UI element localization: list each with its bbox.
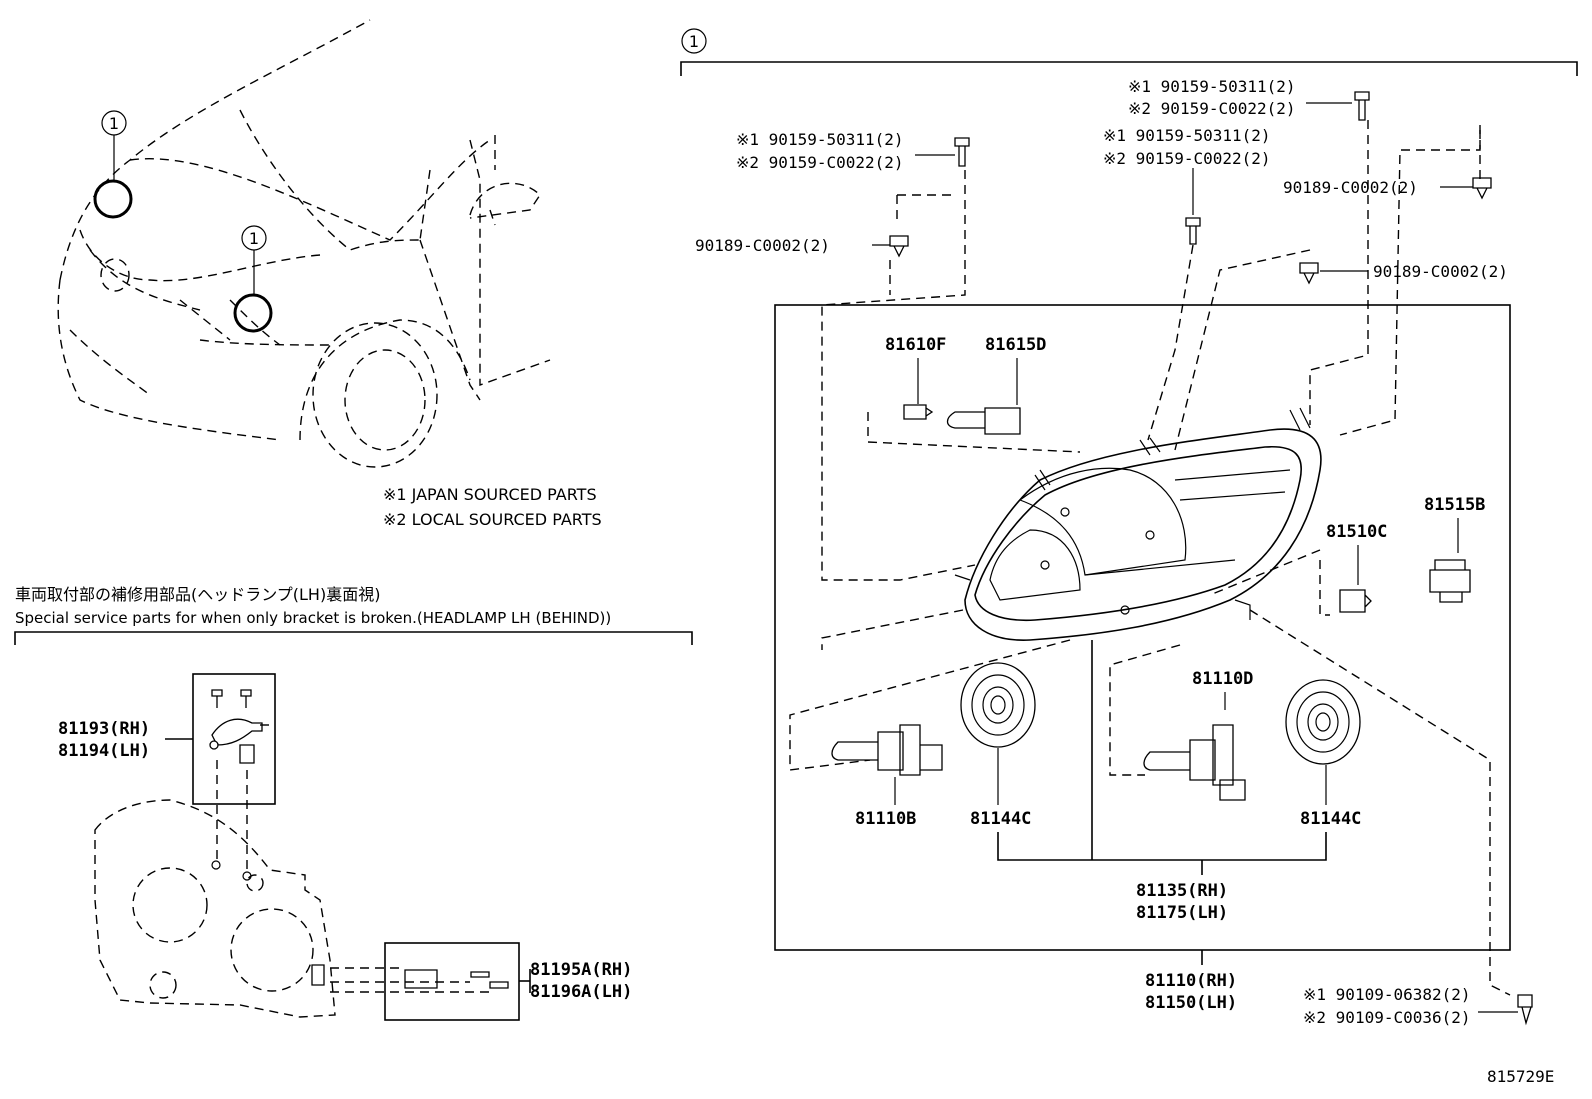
clip-right-top-label: 90189-C0002(2) — [1283, 178, 1418, 197]
special-service-title-jp: 車両取付部の補修用部品(ヘッドランプ(LH)裏面視) — [15, 585, 380, 604]
screw-a-local: ※2 90159-C0022(2) — [736, 153, 904, 172]
part-81195a-rh: 81195A(RH) — [530, 960, 632, 980]
part-81615d: 81615D — [985, 335, 1046, 355]
dust-cap-left-icon — [960, 662, 1036, 748]
part-81515b: 81515B — [1424, 495, 1485, 515]
special-service-bracket — [14, 631, 693, 645]
part-81144c-right: 81144C — [1300, 809, 1361, 829]
bracket-81135 — [997, 832, 1327, 861]
headlamp-housing — [954, 407, 1322, 641]
screw-b-japan: ※1 90159-50311(2) — [1128, 77, 1296, 96]
screw-b-icon — [1354, 91, 1370, 121]
clip-left-label: 90189-C0002(2) — [695, 236, 830, 255]
bulb-81110b-icon — [831, 724, 943, 776]
part-81175-lh: 81175(LH) — [1136, 903, 1228, 923]
screw-d-japan: ※1 90109-06382(2) — [1303, 985, 1471, 1004]
screw-b-local: ※2 90159-C0022(2) — [1128, 99, 1296, 118]
part-81150-lh: 81150(LH) — [1145, 993, 1237, 1013]
part-81610f: 81610F — [885, 335, 946, 355]
headlamp-unit-box — [774, 304, 1511, 951]
note-local-sourced: ※2 LOCAL SOURCED PARTS — [383, 510, 602, 529]
part-81510c: 81510C — [1326, 522, 1387, 542]
clip-right-mid-icon — [1299, 262, 1319, 285]
part-81144c-left: 81144C — [970, 809, 1031, 829]
vehicle-front-illustration: 1 1 — [57, 19, 551, 468]
bulb-81110d-icon — [1143, 724, 1246, 801]
part-81110b: 81110B — [855, 809, 916, 829]
clip-right-top-icon — [1472, 177, 1492, 200]
screw-c-japan: ※1 90159-50311(2) — [1103, 126, 1271, 145]
headlamp-locator-right — [93, 179, 133, 219]
headlamp-locator-left — [233, 293, 273, 333]
headlamp-rear-silhouette — [94, 799, 336, 1018]
callout-1-assembly: 1 — [689, 32, 699, 51]
bracket-kit-lower-parts — [311, 964, 509, 993]
bulb-socket-81615d-icon — [946, 407, 1021, 435]
wedge-bulb-81510c-icon — [1339, 589, 1372, 613]
bracket-kit-parts — [209, 689, 272, 764]
clip-right-mid-label: 90189-C0002(2) — [1373, 262, 1508, 281]
screw-d-icon — [1517, 994, 1533, 1026]
part-81110d: 81110D — [1192, 669, 1253, 689]
part-81194-lh: 81194(LH) — [58, 741, 150, 761]
assembly-bracket — [680, 61, 1578, 76]
note-japan-sourced: ※1 JAPAN SOURCED PARTS — [383, 485, 597, 504]
part-81110-rh: 81110(RH) — [1145, 971, 1237, 991]
screw-a-icon — [954, 137, 970, 167]
diagram-id: 815729E — [1487, 1067, 1554, 1086]
screw-a-japan: ※1 90159-50311(2) — [736, 130, 904, 149]
dust-cap-right-icon — [1285, 679, 1361, 765]
screw-c-icon — [1185, 217, 1201, 245]
part-81135-rh: 81135(RH) — [1136, 881, 1228, 901]
callout-1-a: 1 — [109, 114, 119, 133]
screw-c-local: ※2 90159-C0022(2) — [1103, 149, 1271, 168]
clip-left-icon — [889, 235, 909, 258]
socket-81515b-icon — [1429, 559, 1471, 603]
special-service-title-en: Special service parts for when only brac… — [15, 609, 611, 627]
wedge-bulb-icon — [903, 404, 934, 420]
callout-1-b: 1 — [249, 229, 259, 248]
part-81193-rh: 81193(RH) — [58, 719, 150, 739]
fastener-guide-lines — [789, 120, 1511, 996]
part-81196a-lh: 81196A(LH) — [530, 982, 632, 1002]
screw-d-local: ※2 90109-C0036(2) — [1303, 1008, 1471, 1027]
